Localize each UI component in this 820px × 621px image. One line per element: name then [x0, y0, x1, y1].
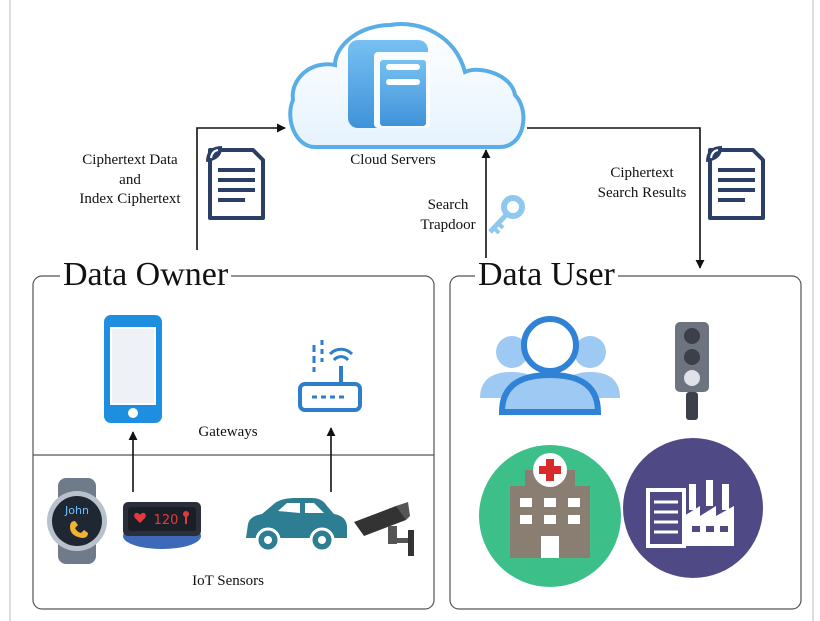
data-user-title: Data User [475, 258, 618, 292]
smartphone-icon [104, 315, 162, 423]
fitness-band-icon: 120 [123, 502, 201, 549]
router-icon [298, 340, 362, 412]
data-owner-box [32, 275, 435, 610]
search-results-label: Ciphertext Search Results [577, 164, 707, 203]
document-icon-results [706, 146, 765, 220]
car-icon [246, 498, 347, 553]
watch-name: John [64, 504, 89, 517]
search-label-line2: Trapdoor [420, 216, 476, 233]
cloud-servers-label: Cloud Servers [350, 152, 436, 168]
upload-label-line1: Ciphertext Data [82, 152, 178, 168]
gateways-label: Gateways [198, 424, 258, 440]
upload-label: Ciphertext Data and Index Ciphertext [55, 151, 205, 210]
iot-sensors-label: IoT Sensors [192, 573, 264, 589]
hospital-icon [479, 445, 621, 587]
upload-label-line2: and [119, 171, 141, 188]
band-reading: 120 [154, 513, 179, 528]
security-camera-icon [354, 502, 414, 556]
results-arrow [527, 127, 705, 269]
key-icon [488, 195, 525, 235]
data-user-box [449, 275, 802, 610]
server-icon [348, 40, 430, 128]
traffic-light-icon [675, 322, 709, 420]
results-label-line2: Search Results [597, 184, 687, 201]
upload-arrow [196, 123, 286, 250]
factory-icon [623, 438, 763, 578]
upload-label-line3: Index Ciphertext [79, 191, 181, 207]
search-trapdoor-label: Search Trapdoor [400, 196, 496, 235]
document-icon-upload [206, 146, 265, 220]
users-group-icon [480, 316, 620, 415]
results-label-line1: Ciphertext [610, 165, 674, 181]
smartwatch-icon: John [47, 478, 107, 564]
data-owner-title: Data Owner [60, 258, 232, 292]
search-label-line1: Search [427, 197, 469, 213]
